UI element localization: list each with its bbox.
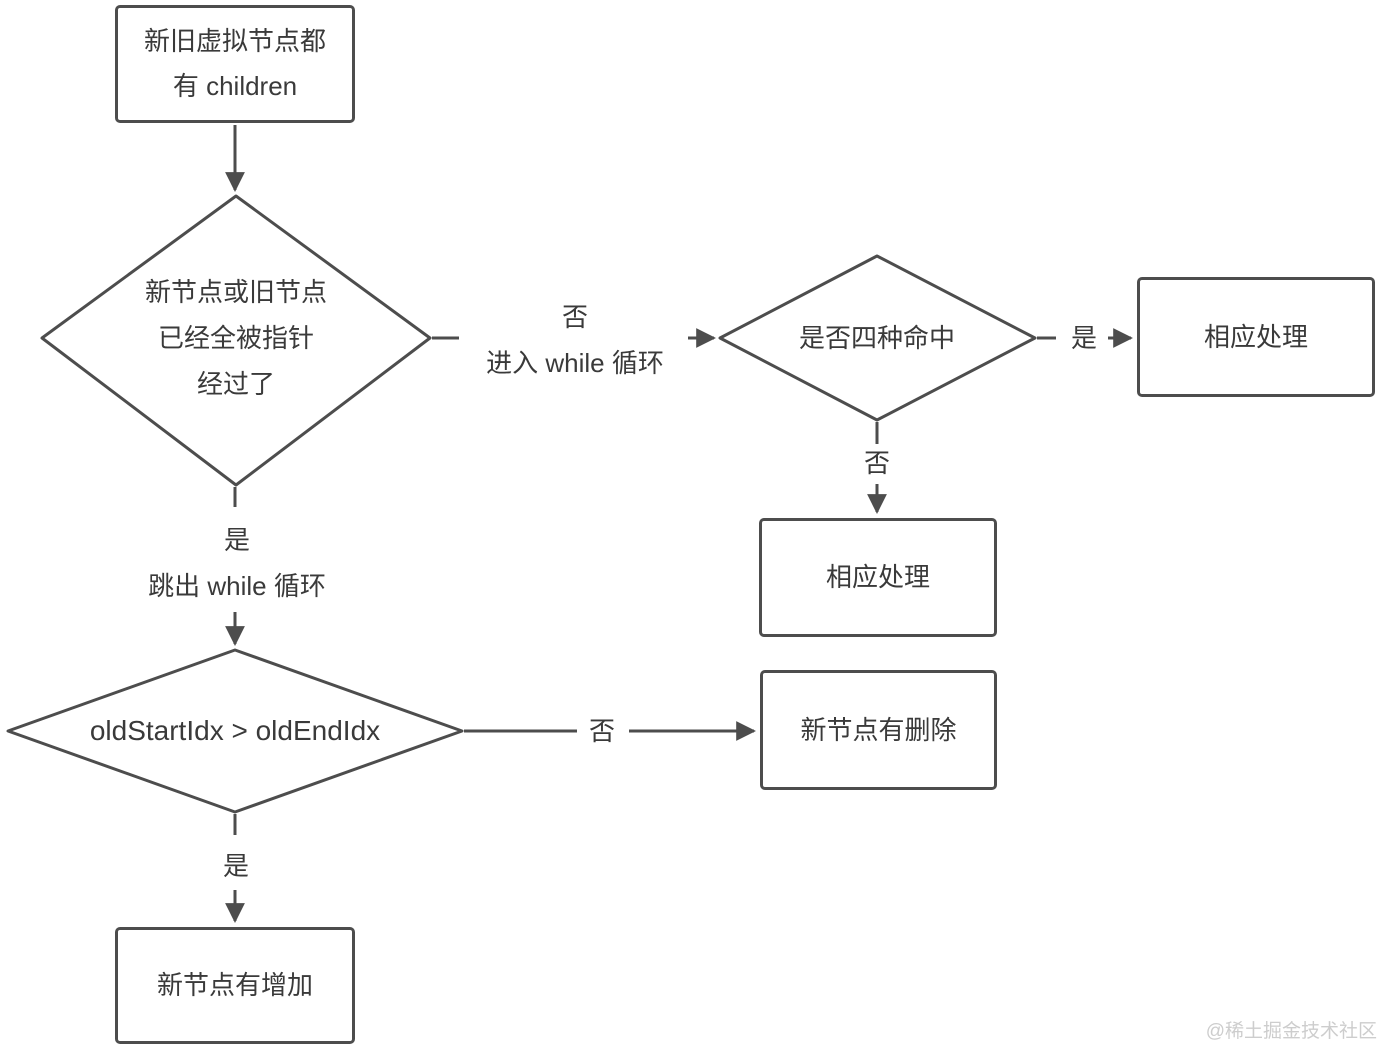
edge-exit-while-line1: 是 [223, 525, 250, 555]
node-handle-right-box: 相应处理 [1137, 277, 1375, 397]
four-hit-diamond-shape [718, 254, 1037, 422]
edge-label-idx-yes: 是 [214, 843, 258, 889]
old-idx-label: oldStartIdx > oldEndIdx [89, 715, 381, 746]
node-start-line2: 有 children [172, 71, 298, 101]
node-old-idx-text: oldStartIdx > oldEndIdx [35, 708, 435, 754]
pointer-check-line1: 新节点或旧节点 [144, 277, 327, 307]
old-idx-diamond-shape [6, 648, 464, 814]
node-handle-mid-label: 相应处理 [825, 562, 930, 592]
node-add-label: 新节点有增加 [156, 970, 313, 1000]
node-start-line1: 新旧虚拟节点都 [143, 26, 326, 56]
edge-hit-yes-text: 是 [1070, 323, 1097, 353]
edge-idx-no-text: 否 [588, 716, 615, 746]
node-handle-mid-box: 相应处理 [759, 518, 997, 637]
node-delete-box: 新节点有删除 [760, 670, 997, 790]
node-pointer-check-text: 新节点或旧节点 已经全被指针 经过了 [66, 269, 406, 407]
pointer-check-diamond-shape [40, 194, 432, 487]
four-hit-label: 是否四种命中 [798, 323, 955, 353]
edge-enter-while-line1: 否 [561, 302, 588, 332]
node-handle-right-label: 相应处理 [1203, 321, 1308, 352]
edge-exit-while-line2: 跳出 while 循环 [148, 571, 326, 601]
edge-label-hit-no: 否 [855, 440, 899, 486]
pointer-check-line2: 已经全被指针 [157, 323, 314, 353]
edge-label-idx-no: 否 [580, 708, 624, 754]
edge-label-hit-yes: 是 [1062, 315, 1106, 361]
edge-idx-yes-text: 是 [222, 851, 249, 881]
node-add-box: 新节点有增加 [115, 927, 355, 1044]
edge-label-enter-while: 否 进入 while 循环 [455, 294, 695, 386]
edge-hit-no-text: 否 [863, 448, 890, 478]
watermark: @稀土掘金技术社区 [1205, 1021, 1377, 1042]
edge-enter-while-line2: 进入 while 循环 [486, 348, 664, 378]
node-delete-label: 新节点有删除 [800, 714, 957, 745]
edge-label-exit-while: 是 跳出 while 循环 [107, 517, 367, 609]
node-four-hit-text: 是否四种命中 [747, 315, 1007, 361]
node-start-box: 新旧虚拟节点都 有 children [115, 5, 355, 123]
pointer-check-line3: 经过了 [196, 369, 275, 399]
